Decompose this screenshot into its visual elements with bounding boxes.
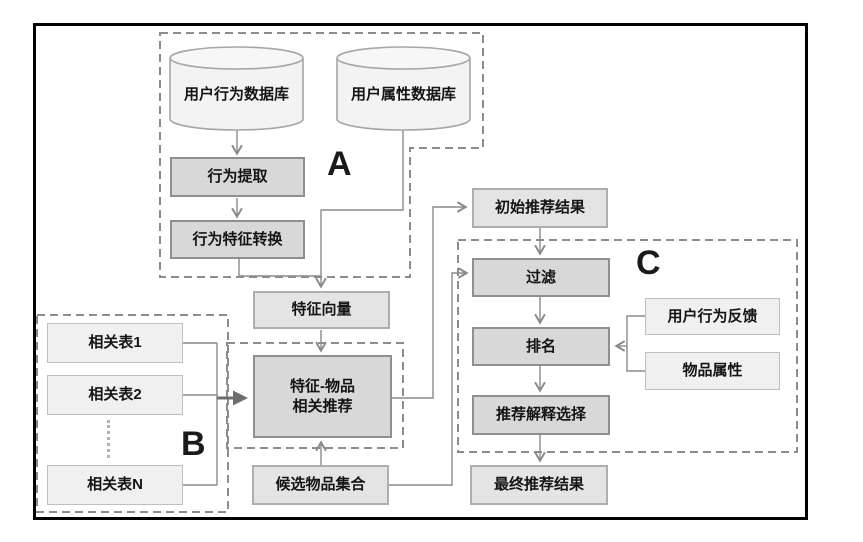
box-related-table-1: 相关表1 xyxy=(47,323,183,363)
box-item-attributes: 物品属性 xyxy=(645,352,780,390)
box-explain-select: 推荐解释选择 xyxy=(472,395,610,435)
cylinder-icon xyxy=(169,46,304,131)
ellipsis-dots xyxy=(107,420,110,458)
database-user-behavior-label: 用户行为数据库 xyxy=(183,86,289,103)
box-initial-result: 初始推荐结果 xyxy=(472,188,608,228)
arrow-attrdb-to-featurevector xyxy=(315,130,404,289)
box-behavior-extract: 行为提取 xyxy=(170,157,305,197)
database-user-behavior: 用户行为数据库 xyxy=(168,45,305,133)
box-filter: 过滤 xyxy=(472,258,610,297)
box-ranking: 排名 xyxy=(472,327,610,366)
box-feature-vector: 特征向量 xyxy=(253,291,390,329)
arrow-featureitem-to-initialresult xyxy=(392,201,468,399)
feature-item-outline xyxy=(226,342,404,449)
box-candidate-set: 候选物品集合 xyxy=(252,465,389,505)
arrow-candidate-to-filter xyxy=(389,267,469,486)
box-feature-item-recommend: 特征-物品 相关推荐 xyxy=(253,355,392,438)
group-a-label: A xyxy=(327,145,352,183)
box-behavior-convert: 行为特征转换 xyxy=(170,220,305,259)
line-convert-to-junction xyxy=(238,259,321,277)
box-user-feedback: 用户行为反馈 xyxy=(645,298,780,335)
group-b-label: B xyxy=(181,425,206,463)
box-related-table-n: 相关表N xyxy=(47,465,183,505)
group-a-outline xyxy=(159,32,484,278)
feature-item-line1: 特征-物品 xyxy=(290,377,355,395)
cylinder-icon xyxy=(336,46,471,131)
box-final-result: 最终推荐结果 xyxy=(470,465,608,505)
line-feedback-attrs-bus xyxy=(626,315,645,372)
group-c-outline xyxy=(457,239,798,453)
group-b-outline xyxy=(36,314,229,513)
box-related-table-2: 相关表2 xyxy=(47,375,183,415)
feature-item-line2: 相关推荐 xyxy=(292,397,353,415)
database-user-attributes-label: 用户属性数据库 xyxy=(350,86,456,103)
group-c-label: C xyxy=(636,244,661,282)
database-user-attributes: 用户属性数据库 xyxy=(335,45,472,133)
